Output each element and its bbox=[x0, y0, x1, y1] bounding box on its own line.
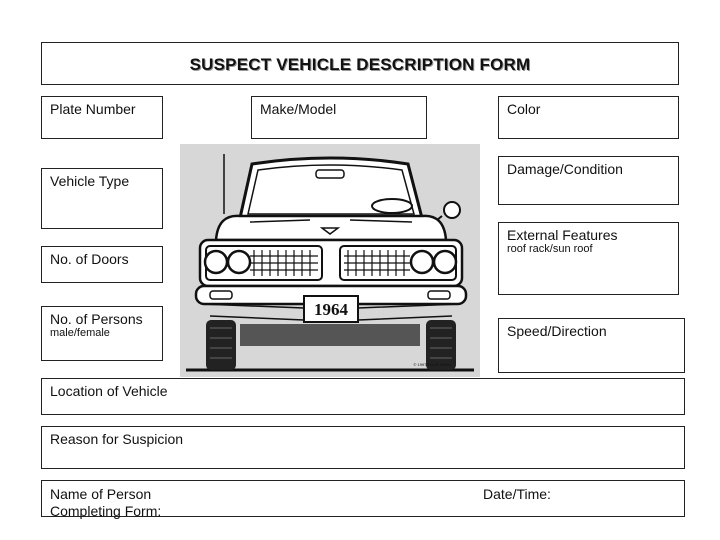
location-label: Location of Vehicle bbox=[50, 383, 168, 399]
illustration-credit: © 1997 Eric B. White bbox=[413, 362, 451, 367]
date-time-label: Date/Time: bbox=[483, 486, 551, 502]
reason-field[interactable]: Reason for Suspicion bbox=[41, 426, 685, 469]
persons-label: No. of Persons bbox=[50, 311, 143, 327]
external-features-hint: roof rack/sun roof bbox=[507, 243, 593, 255]
name-label-line1: Name of Person bbox=[50, 486, 152, 502]
external-features-field[interactable]: External Features roof rack/sun roof bbox=[498, 222, 679, 295]
car-front-illustration: 1964 © 1997 Eric B. White bbox=[180, 144, 480, 377]
make-model-label: Make/Model bbox=[260, 101, 337, 117]
speed-direction-field[interactable]: Speed/Direction bbox=[498, 318, 685, 373]
external-features-label: External Features bbox=[507, 227, 618, 243]
plate-number-label: Plate Number bbox=[50, 101, 136, 117]
vehicle-type-field[interactable]: Vehicle Type bbox=[41, 168, 163, 229]
damage-condition-label: Damage/Condition bbox=[507, 161, 623, 177]
license-plate-text: 1964 bbox=[314, 300, 349, 319]
doors-label: No. of Doors bbox=[50, 251, 129, 267]
name-label-line2: Completing Form: bbox=[50, 503, 162, 519]
name-date-field[interactable]: Name of Person Completing Form: Date/Tim… bbox=[41, 480, 685, 519]
persons-field[interactable]: No. of Persons male/female bbox=[41, 306, 163, 361]
speed-direction-label: Speed/Direction bbox=[507, 323, 607, 339]
damage-condition-field[interactable]: Damage/Condition bbox=[498, 156, 679, 205]
location-field[interactable]: Location of Vehicle bbox=[41, 378, 685, 415]
persons-hint: male/female bbox=[50, 327, 110, 339]
plate-number-field[interactable]: Plate Number bbox=[41, 96, 163, 139]
vehicle-type-label: Vehicle Type bbox=[50, 173, 130, 189]
color-field[interactable]: Color bbox=[498, 96, 679, 139]
reason-label: Reason for Suspicion bbox=[50, 431, 184, 447]
make-model-field[interactable]: Make/Model bbox=[251, 96, 427, 139]
form-title: SUSPECT VEHICLE DESCRIPTION FORM bbox=[189, 55, 531, 74]
doors-field[interactable]: No. of Doors bbox=[41, 246, 163, 283]
form-title-box: SUSPECT VEHICLE DESCRIPTION FORM bbox=[41, 42, 679, 85]
color-label: Color bbox=[507, 101, 541, 117]
